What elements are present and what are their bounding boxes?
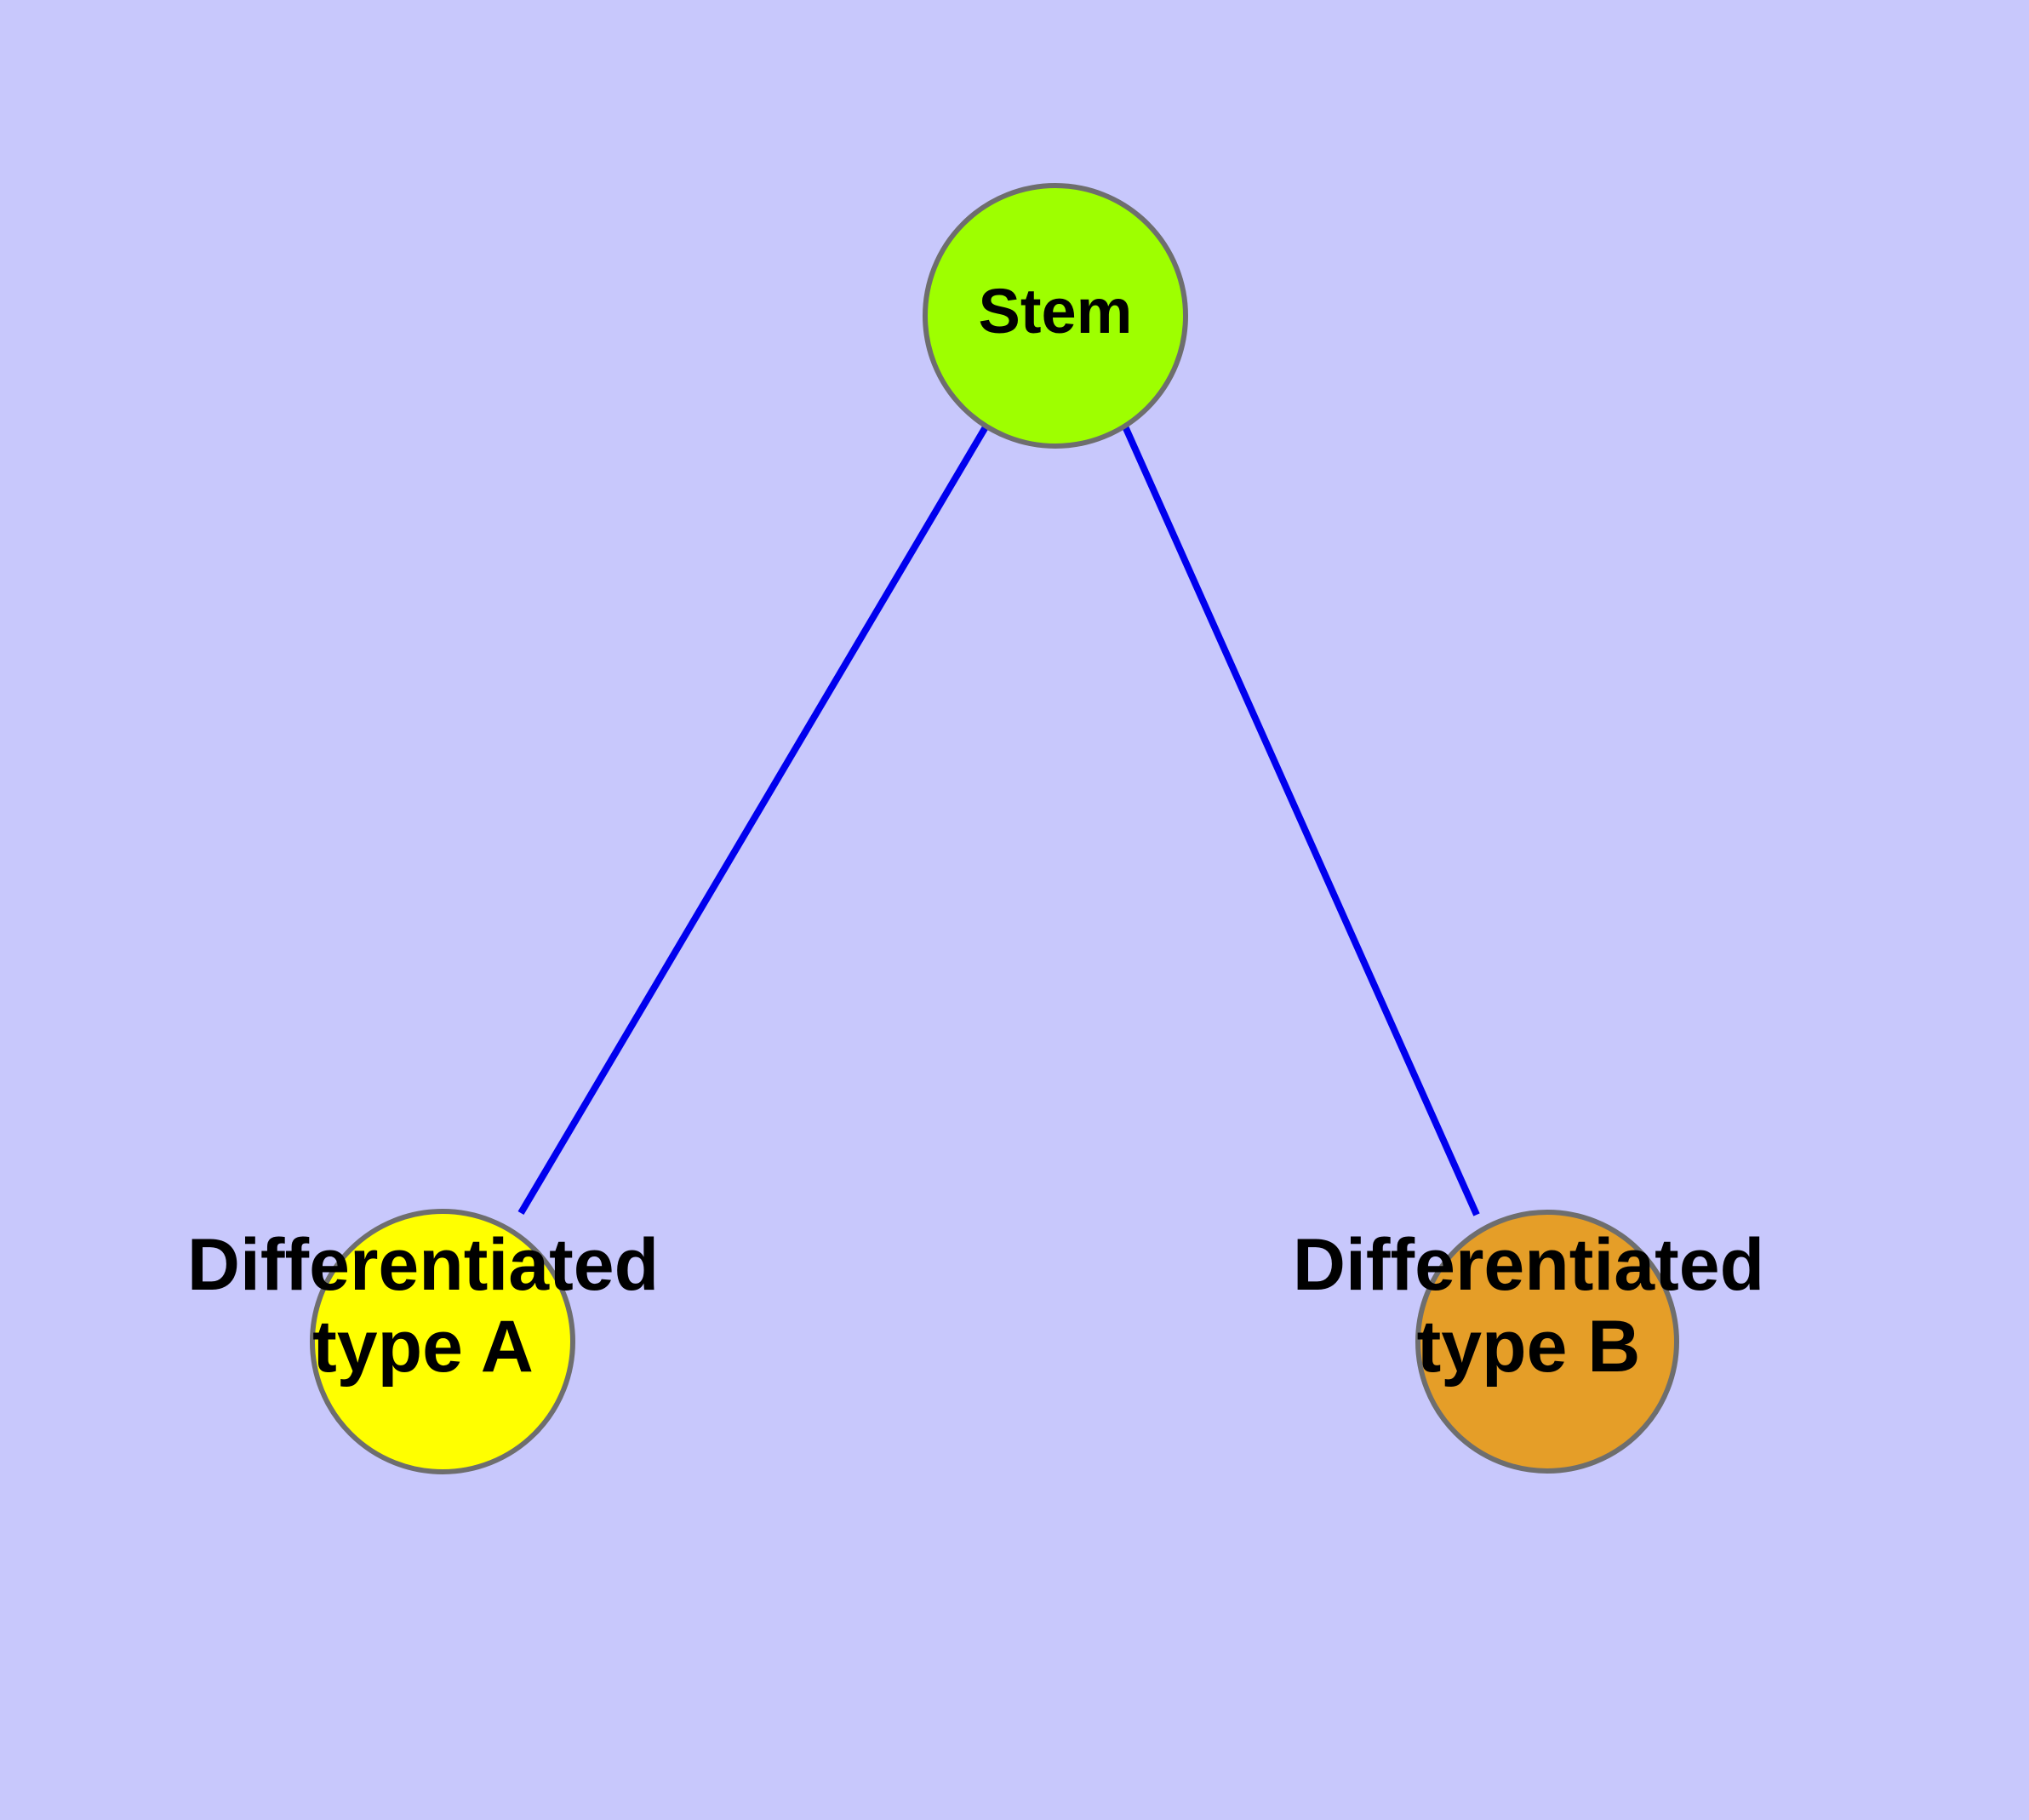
edge-layer — [517, 423, 1480, 1216]
edge-stem-to-differentiated-b — [1122, 425, 1480, 1216]
node-stem-circle[interactable] — [923, 183, 1188, 449]
node-differentiated-type-a-circle[interactable] — [310, 1209, 575, 1474]
node-stem[interactable]: Stem — [923, 183, 1188, 449]
label-line: type A — [312, 1306, 534, 1388]
node-stem-label: Stem — [979, 276, 1133, 346]
label-line: Differentiated — [187, 1224, 659, 1306]
label-line: Differentiated — [1293, 1224, 1764, 1306]
label-line: Stem — [979, 276, 1133, 346]
edge-stem-to-differentiated-a — [517, 423, 990, 1216]
node-differentiated-type-b-circle[interactable] — [1415, 1210, 1679, 1474]
label-line: type B — [1417, 1306, 1641, 1388]
